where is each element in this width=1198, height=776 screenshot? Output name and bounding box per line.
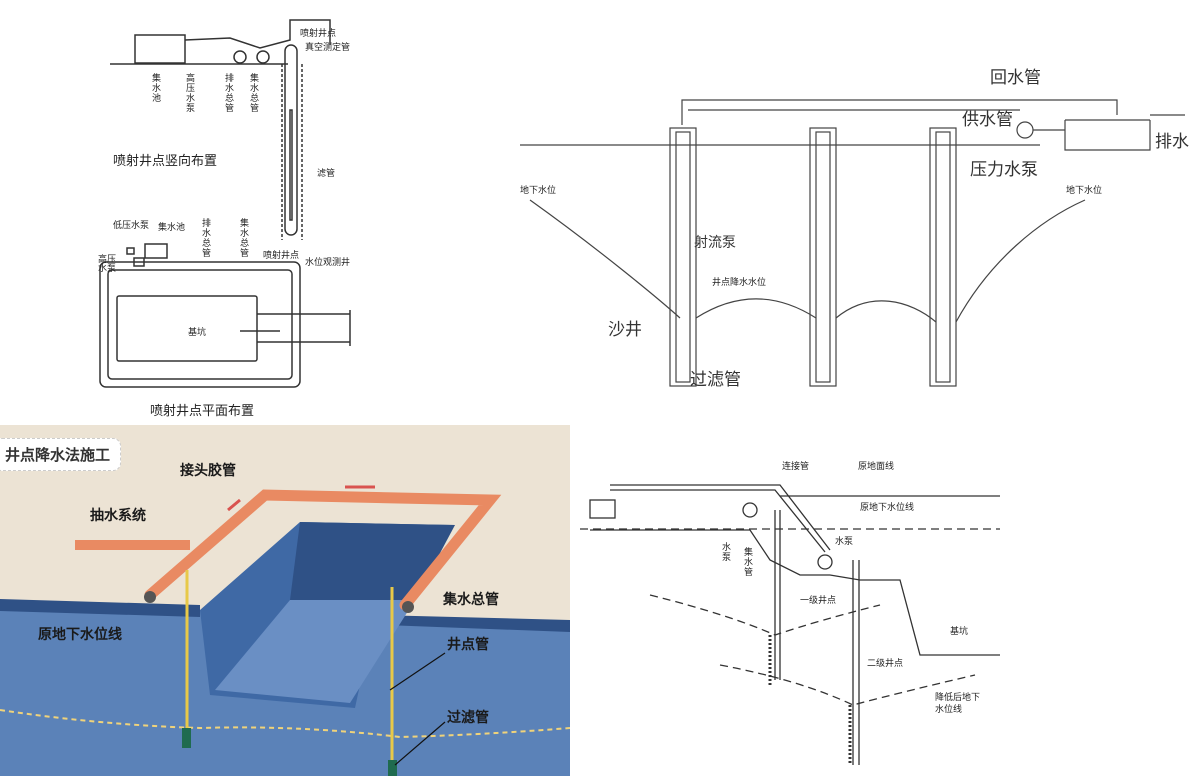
label: 排水总管 [223,73,233,113]
label: 集水池 [150,73,160,103]
label: 集水池 [158,223,186,233]
label: 基坑 [188,328,207,338]
two-stage-drawing [580,484,1000,765]
label: 滤管 [317,169,336,179]
illustration-drawing [0,485,570,776]
label: 井点管 [447,637,489,653]
label: 接头胶管 [180,463,236,479]
wellpoint-illustration: 井点降水法施工 接头胶管 抽水系统 集水总管 原地下水位线 井点管 过滤管 [0,425,570,776]
label: 原地下水位线 [38,627,122,643]
plan-title: 喷射井点平面布置 [150,404,255,419]
label: 水泵 [720,542,730,562]
jet-wellpoint-drawing [99,19,351,388]
label: 沙井 [608,320,642,340]
label: 水位观测井 [305,258,351,268]
label: 集水总管 [238,218,248,258]
illustration-title: 井点降水法施工 [0,438,122,471]
jet-pump-drawing [520,99,1185,387]
label: 二级井点 [867,659,904,669]
label: 原地面线 [858,462,895,472]
label: 喷射井点 [300,29,337,39]
label: 压力水泵 [970,160,1038,180]
label: 基坑 [950,627,969,637]
label: 高压水泵 [98,255,117,274]
label: 真空测定管 [305,43,351,53]
label: 高压水泵 [184,73,194,113]
label: 集水总管 [443,592,499,608]
label: 排水总管 [200,218,210,258]
label: 抽水系统 [90,508,146,524]
label: 降低后地下水位线 [935,693,981,715]
label: 集水总管 [248,73,258,113]
jet-pump-section: 回水管 供水管 压力水泵 排水 地下水位 地下水位 射流泵 井点降水水位 沙井 … [520,60,1198,410]
label: 喷射井点 [263,251,300,261]
label: 一级井点 [800,596,837,606]
label: 射流泵 [694,235,736,251]
label: 回水管 [990,68,1041,88]
label: 地下水位 [1066,186,1103,196]
two-stage-wellpoint-section: 连接管 原地面线 原地下水位线 水泵 水泵 集水管 一级井点 基坑 二级井点 降… [570,430,1000,770]
label: 地下水位 [520,186,557,196]
label: 连接管 [782,462,810,472]
label: 供水管 [962,110,1013,130]
label: 过滤管 [690,370,741,390]
label: 排水 [1155,132,1189,152]
label: 低压水泵 [113,221,150,231]
label: 原地下水位线 [860,503,915,513]
label: 集水管 [742,547,752,577]
label: 水泵 [835,537,854,547]
jet-wellpoint-diagram: 喷射井点 真空测定管 集水池 高压水泵 排水总管 集水总管 喷射井点竖向布置 滤… [60,0,380,425]
label: 井点降水水位 [712,278,767,288]
label: 过滤管 [447,710,489,726]
vertical-title: 喷射井点竖向布置 [113,154,218,169]
